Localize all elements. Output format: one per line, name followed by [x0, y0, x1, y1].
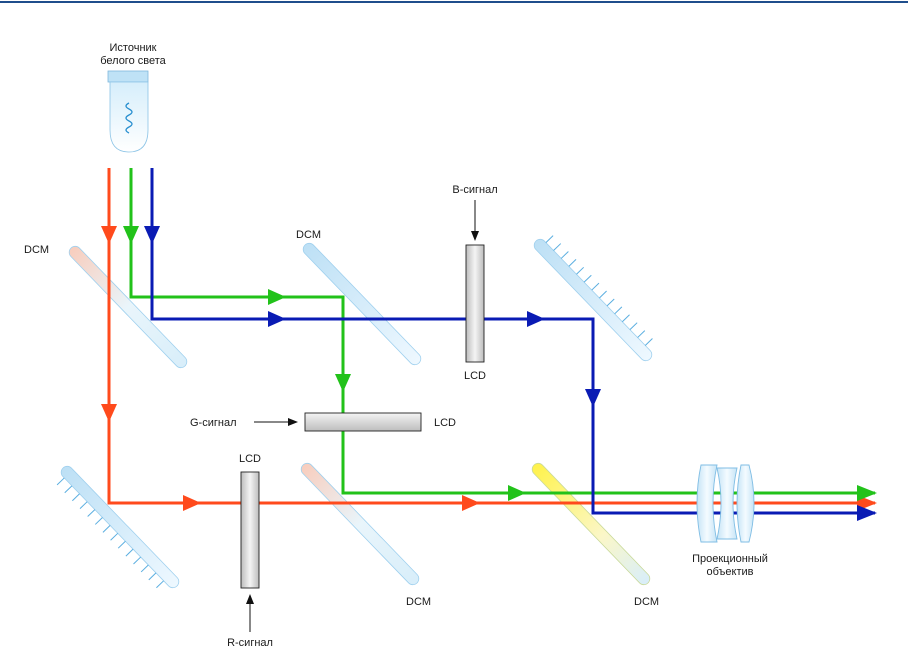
- source-label-line2: белого света: [100, 55, 166, 67]
- dcm-mirror-top-left: [67, 244, 190, 370]
- mirror-bottom-left: [52, 464, 182, 597]
- lcd-label-red: LCD: [239, 453, 261, 465]
- mirror-top-right: [532, 230, 662, 363]
- lens-label-line1: Проекционный: [692, 553, 768, 565]
- lens-label-line2: объектив: [706, 566, 753, 578]
- lcd-green: LCD G-сигнал: [190, 413, 456, 431]
- projection-lens: Проекционный объектив: [692, 465, 768, 578]
- dcm-label-top-left: DCM: [24, 244, 49, 256]
- dcm-mirror-top-middle: [301, 241, 424, 367]
- ray-arrowheads: [101, 226, 877, 521]
- r-signal-label: R-сигнал: [227, 637, 273, 647]
- red-ray: [109, 168, 875, 503]
- green-ray: [131, 168, 875, 493]
- dcm-label-bottom-right: DCM: [634, 596, 659, 608]
- light-source: Источник белого света: [100, 42, 166, 152]
- source-label-line1: Источник: [110, 42, 157, 54]
- lcd-label-green: LCD: [434, 417, 456, 429]
- lcd-blue: LCD B-сигнал: [452, 184, 497, 382]
- dcm-label-top-middle: DCM: [296, 229, 321, 241]
- lcd-red: LCD R-сигнал: [227, 453, 273, 647]
- dcm-label-bottom-middle: DCM: [406, 596, 431, 608]
- dcm-mirror-bottom-right: [530, 461, 653, 587]
- lamp-cap: [108, 71, 148, 82]
- g-signal-label: G-сигнал: [190, 417, 237, 429]
- lamp-bulb: [110, 82, 148, 152]
- b-signal-label: B-сигнал: [452, 184, 497, 196]
- dcm-mirror-bottom-middle: [299, 461, 422, 587]
- lcd-label-blue: LCD: [464, 370, 486, 382]
